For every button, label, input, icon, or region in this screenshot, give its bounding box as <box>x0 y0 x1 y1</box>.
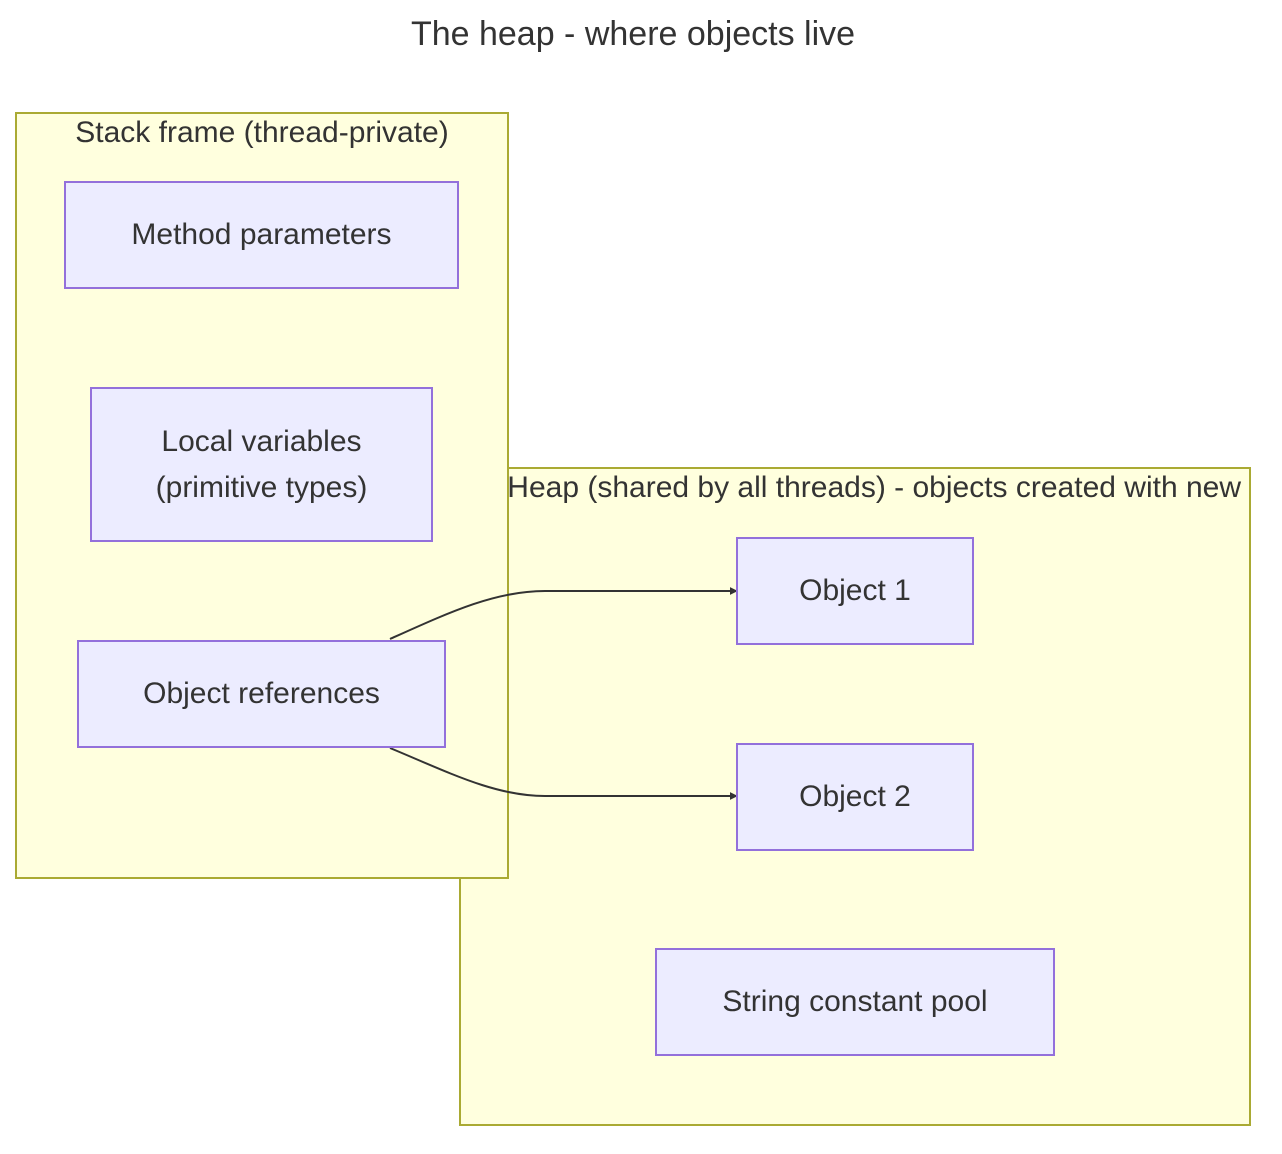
node-object-1: Object 1 <box>736 537 974 645</box>
node-local-variables: Local variables (primitive types) <box>90 387 433 542</box>
stack-cluster-label: Stack frame (thread-private) <box>75 116 449 149</box>
node-object-references: Object references <box>77 640 446 748</box>
node-method-parameters: Method parameters <box>64 181 459 289</box>
node-object-2: Object 2 <box>736 743 974 851</box>
node-string-constant-pool: String constant pool <box>655 948 1055 1056</box>
heap-cluster-label: Heap (shared by all threads) - objects c… <box>507 471 1241 504</box>
diagram-title: The heap - where objects live <box>410 15 856 53</box>
